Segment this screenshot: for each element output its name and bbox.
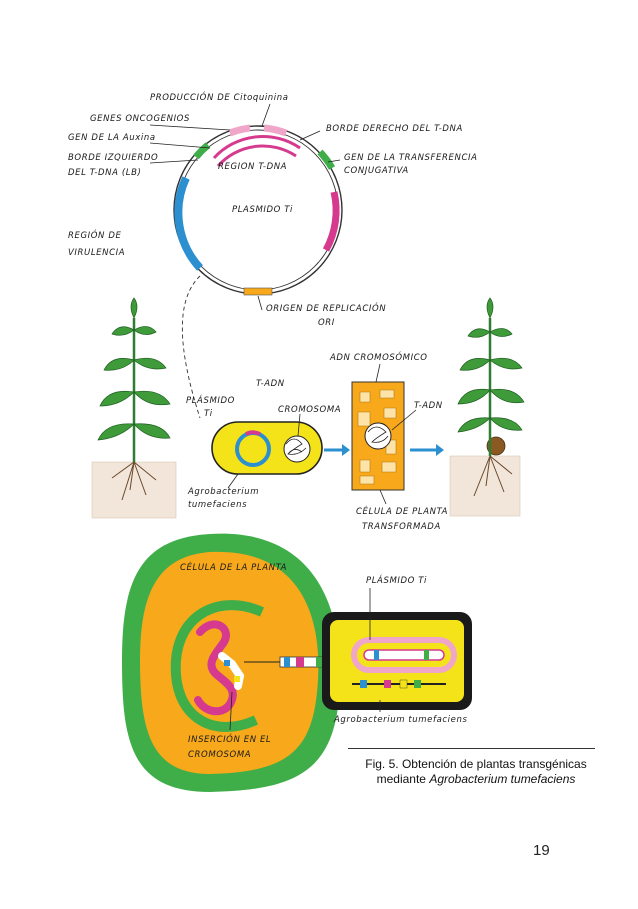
caption-line-1: Fig. 5. Obtención de plantas transgénica… bbox=[365, 757, 587, 771]
cytokinin-gene bbox=[228, 124, 251, 137]
roots-left bbox=[111, 461, 157, 501]
label-produccion: PRODUCCIÓN DE Citoquinina bbox=[150, 91, 289, 103]
tdna-strand-green bbox=[316, 657, 322, 667]
gall bbox=[486, 436, 506, 456]
pointer-borde-izq bbox=[149, 159, 199, 164]
pointer-celula-transf bbox=[379, 489, 387, 505]
label-region-vir-1: REGIÓN DE bbox=[68, 229, 121, 241]
label-cromosoma: CROMOSOMA bbox=[278, 405, 341, 415]
plant-right bbox=[449, 297, 525, 517]
label-celula-transf-1: CÉLULA DE PLANTA bbox=[356, 505, 448, 517]
chromosome-tangle-lines bbox=[285, 438, 307, 455]
arrow-to-cell bbox=[324, 444, 350, 456]
plant-cell-large bbox=[122, 533, 341, 792]
pointer-borde-der bbox=[299, 130, 321, 141]
pointer-transferencia bbox=[327, 159, 341, 163]
pointer-origen bbox=[257, 295, 263, 311]
nucleus bbox=[364, 422, 392, 450]
pointer-insercion bbox=[229, 691, 233, 731]
cytokinin-gene-2 bbox=[263, 124, 288, 137]
ori-segment bbox=[243, 287, 273, 296]
label-agro-1: Agrobacterium bbox=[187, 487, 259, 497]
label-gen-transf-2: CONJUGATIVA bbox=[344, 166, 409, 176]
label-genes-oncogenios: GENES ONCOGENIOS bbox=[90, 114, 190, 124]
virulence-segment bbox=[174, 176, 204, 271]
ti-marker-blue bbox=[374, 650, 379, 660]
caption-line-2: mediante Agrobacterium tumefaciens bbox=[356, 772, 596, 787]
plasmid-insert-mid bbox=[245, 430, 261, 436]
left-border-green bbox=[193, 142, 211, 160]
label-borde-der: BORDE DERECHO DEL T-DNA bbox=[326, 124, 463, 134]
tdna-arc-2 bbox=[216, 144, 297, 167]
label-plasmido-ti: PLASMIDO Ti bbox=[232, 205, 293, 215]
chrom-blue bbox=[360, 680, 367, 688]
label-t-adn-2: T-ADN bbox=[414, 401, 443, 411]
pointer-produccion bbox=[261, 103, 271, 127]
caption-italic: Agrobacterium tumefaciens bbox=[429, 772, 576, 786]
arrow-head-1 bbox=[342, 444, 350, 456]
chrom-green bbox=[414, 680, 421, 688]
label-plasmido-mid-2: Ti bbox=[204, 409, 213, 419]
leaves-left bbox=[97, 297, 171, 441]
plant-left bbox=[91, 297, 177, 519]
soil-right bbox=[449, 455, 521, 517]
nucleus-lines bbox=[367, 426, 389, 443]
bacterium-inner bbox=[330, 620, 464, 702]
label-gen-transf-1: GEN DE LA TRANSFERENCIA bbox=[344, 153, 478, 163]
pointer-adn bbox=[375, 363, 381, 383]
label-plasmido-mid-1: PLÁSMIDO bbox=[186, 394, 235, 406]
pointer-oncogenios bbox=[149, 124, 231, 131]
agrobacterium-mid bbox=[211, 413, 323, 489]
dashed-link bbox=[181, 275, 201, 419]
pointer-auxina bbox=[149, 142, 211, 149]
right-border-green bbox=[317, 149, 336, 170]
caption-plain: mediante bbox=[376, 772, 430, 786]
page-number: 19 bbox=[533, 842, 550, 859]
label-agro-2: tumefaciens bbox=[188, 500, 247, 510]
tdna-strand-pink bbox=[296, 657, 304, 667]
chromosome-tangle bbox=[283, 435, 311, 463]
label-region-vir-2: VIRULENCIA bbox=[68, 248, 125, 258]
label-region-tdna: REGION T-DNA bbox=[218, 162, 287, 172]
label-adn-cromosomico: ADN CROMOSÓMICO bbox=[329, 351, 428, 363]
label-origen-2: ORI bbox=[318, 318, 335, 328]
chromosome-squiggle bbox=[194, 620, 237, 716]
insert-marker-yellow bbox=[234, 676, 240, 682]
label-celula-transf-2: TRANSFORMADA bbox=[362, 522, 441, 532]
nucleus-envelope bbox=[170, 600, 265, 732]
plasmid-map: PRODUCCIÓN DE Citoquinina GENES ONCOGENI… bbox=[68, 91, 478, 419]
tdna-arc-1 bbox=[212, 134, 301, 160]
label-insercion-2: CROMOSOMA bbox=[188, 750, 251, 760]
label-origen-1: ORIGEN DE REPLICACIÓN bbox=[266, 302, 386, 314]
tdna-strand-blue bbox=[284, 657, 290, 667]
transformed-cell bbox=[351, 363, 417, 505]
arrow-to-plant bbox=[410, 444, 444, 456]
label-celula-planta: CÉLULA DE LA PLANTA bbox=[180, 561, 287, 573]
figure-caption: Fig. 5. Obtención de plantas transgénica… bbox=[356, 757, 596, 787]
roots-right bbox=[473, 455, 513, 497]
label-borde-izq-2: DEL T-DNA (LB) bbox=[68, 168, 141, 178]
ti-plasmid-loop bbox=[351, 637, 457, 673]
caption-rule bbox=[348, 748, 595, 749]
agrobacterium-bottom bbox=[322, 588, 472, 712]
pointer-tadn-right bbox=[391, 409, 417, 431]
label-t-adn-1: T-ADN bbox=[256, 379, 285, 389]
label-insercion-1: INSERCIÓN EN EL bbox=[188, 733, 271, 745]
soil-left bbox=[91, 461, 177, 519]
chrom-pink bbox=[384, 680, 391, 688]
label-gen-auxina: GEN DE LA Auxina bbox=[68, 133, 156, 143]
ti-marker-green bbox=[424, 650, 429, 660]
arrow-head-2 bbox=[436, 444, 444, 456]
pointer-agro bbox=[227, 473, 239, 489]
chrom-yellow bbox=[399, 679, 408, 689]
label-plasmido-bottom: PLÁSMIDO Ti bbox=[366, 574, 427, 586]
label-agro-bottom: Agrobacterium tumefaciens bbox=[333, 715, 467, 725]
label-borde-izq-1: BORDE IZQUIERDO bbox=[68, 153, 158, 163]
transfer-segment bbox=[322, 191, 340, 252]
pointer-cromosoma bbox=[297, 413, 301, 437]
insert-marker-blue bbox=[224, 660, 230, 666]
leaves-right bbox=[457, 297, 525, 433]
